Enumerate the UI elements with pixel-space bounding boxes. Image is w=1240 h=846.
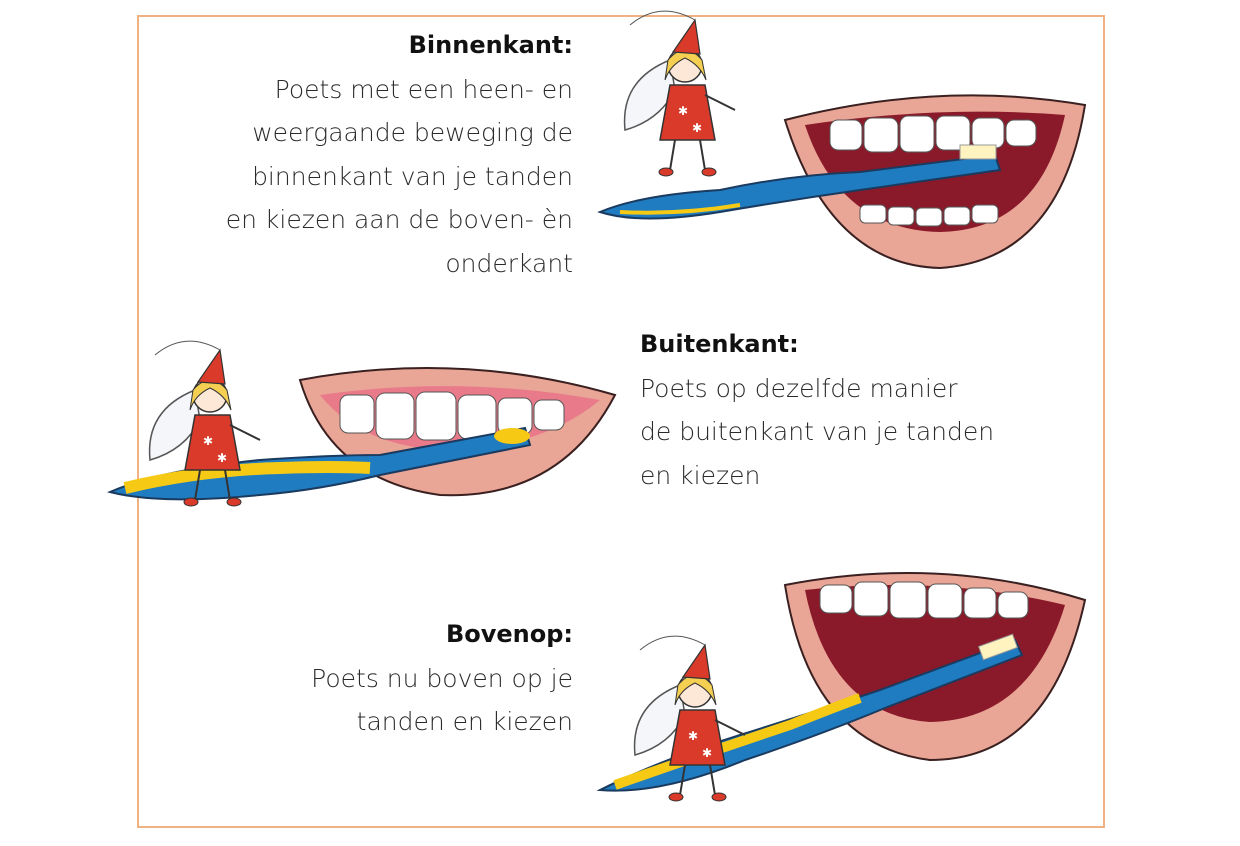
section-title: Buitenkant: [640,330,799,358]
section-text-line: en kiezen aan de boven- èn [225,205,573,234]
section-text-line: de buitenkant van je tanden [640,417,995,446]
section-text-line: onderkant [445,248,573,278]
toothbrush-illustration [597,144,1002,220]
section-text-line: weergaande beweging de [252,118,573,147]
section-buitenkant: Buitenkant: Poets op dezelfde manier de … [640,323,994,497]
section-title: Bovenop: [445,620,573,648]
section-text-line: tanden en kiezen [356,707,573,736]
mouth-wide-open-illustration [783,572,1087,762]
tooth-fairy-illustration [623,10,736,177]
section-text-line: Poets met een heen- en [274,74,573,104]
illustration-frame [137,15,1105,828]
section-text-line: Poets op dezelfde manier [640,373,958,403]
toothbrush-illustration [106,426,532,501]
section-text-line: Poets nu boven op je [311,663,573,693]
section-title: Binnenkant: [408,31,573,59]
section-binnenkant: Binnenkant: Poets met een heen- en weerg… [226,24,573,285]
section-text-line: binnenkant van je tanden [252,161,573,191]
section-bovenop: Bovenop: Poets nu boven op je tanden en … [311,613,573,744]
section-text-line: en kiezen [640,460,761,490]
